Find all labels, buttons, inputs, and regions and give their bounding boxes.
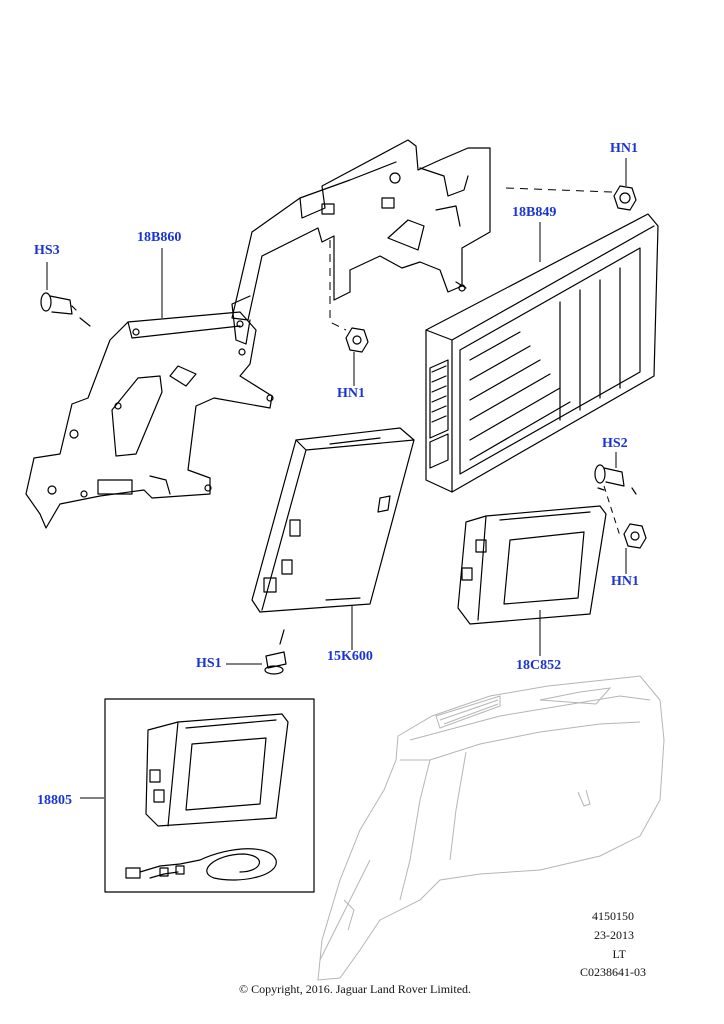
leader-lines [46, 158, 627, 799]
module-18805 [145, 713, 289, 827]
callout-15k600[interactable]: 15K600 [327, 649, 373, 664]
screw-hs2 [594, 464, 637, 495]
nut-hn1-top [613, 185, 637, 211]
kit-box-18805 [104, 698, 315, 893]
callout-hn1-right[interactable]: HN1 [611, 574, 639, 589]
callout-hs1[interactable]: HS1 [196, 656, 222, 671]
callout-hs3[interactable]: HS3 [34, 243, 60, 258]
module-15k600 [251, 427, 415, 613]
nut-hn1-mid [345, 327, 369, 353]
copyright-notice: © Copyright, 2016. Jaguar Land Rover Lim… [238, 982, 472, 996]
nut-hn1-right [623, 523, 647, 549]
vehicle-body-outline [317, 675, 665, 981]
screw-hs1 [264, 629, 287, 675]
callout-18805[interactable]: 18805 [37, 793, 72, 808]
callout-hs2[interactable]: HS2 [602, 436, 628, 451]
callout-hn1-mid[interactable]: HN1 [337, 386, 365, 401]
lower-bracket-18b860 [25, 311, 274, 529]
module-18b849 [425, 213, 659, 493]
ref-code-4: C0238641-03 [580, 965, 646, 979]
callout-18b860[interactable]: 18B860 [137, 230, 182, 245]
callout-18c852[interactable]: 18C852 [516, 658, 562, 673]
ref-code-3: LT [612, 947, 626, 961]
callout-18b849[interactable]: 18B849 [512, 205, 557, 220]
callout-hn1-top[interactable]: HN1 [610, 141, 638, 156]
wiring-harness [125, 848, 277, 881]
ref-code-1: 4150150 [592, 909, 634, 923]
upper-bracket [231, 139, 491, 345]
screw-hs3 [40, 292, 91, 327]
ref-code-2: 23-2013 [594, 928, 634, 942]
module-18c852 [457, 505, 607, 625]
